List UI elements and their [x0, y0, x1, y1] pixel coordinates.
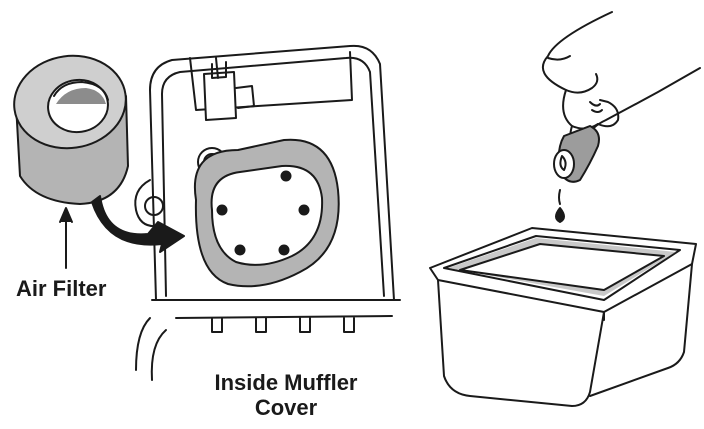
oil-pan-icon — [429, 227, 697, 407]
oil-drop-icon — [555, 189, 565, 223]
muffler-cover-icon — [134, 44, 401, 381]
hand-icon — [542, 11, 701, 155]
muffler-cover-label-line1: Inside Muffler — [214, 370, 358, 395]
clip-icon — [203, 57, 255, 121]
curved-arrow-icon — [91, 195, 185, 253]
air-filter-label: Air Filter — [16, 276, 107, 301]
muffler-cover-label: Inside Muffler Cover — [192, 370, 380, 420]
squeezed-filter-icon — [553, 125, 600, 183]
filter-seat-icon — [193, 138, 340, 288]
muffler-cover-label-line2: Cover — [254, 395, 318, 420]
air-filter-ring-icon — [13, 54, 129, 205]
